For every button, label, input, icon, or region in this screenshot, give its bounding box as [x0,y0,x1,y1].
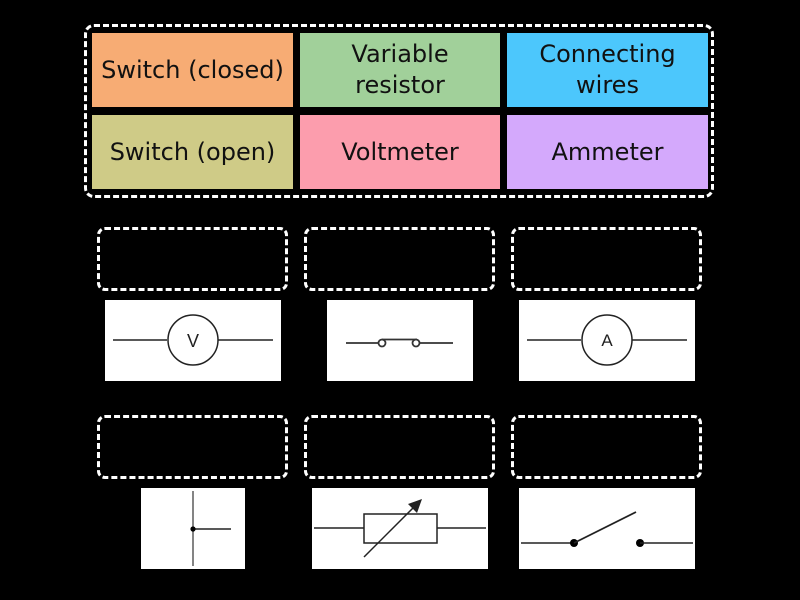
drop-zone-1[interactable] [97,227,288,291]
tile-voltmeter[interactable]: Voltmeter [300,115,500,189]
ammeter-letter: A [601,331,613,350]
connecting-wires-junction-symbol [190,491,231,566]
open-switch-symbol [521,511,693,547]
open-switch-symbol-image [519,488,695,569]
voltmeter-letter: V [187,331,199,351]
tile-connecting-wires[interactable]: Connecting wires [507,33,708,107]
connecting-wires-symbol-image [141,488,245,569]
tile-ammeter[interactable]: Ammeter [507,115,708,189]
drop-zone-4[interactable] [97,415,288,479]
closed-switch-symbol-image [327,300,473,381]
tile-label: Connecting wires [539,40,676,99]
tile-switch-closed[interactable]: Switch (closed) [92,33,293,107]
word-bank [84,24,714,198]
drop-zone-6[interactable] [511,415,702,479]
tile-label: Switch (closed) [101,55,284,84]
ammeter-symbol-image: A [519,300,695,381]
tile-label: Voltmeter [341,137,459,166]
tile-label: Ammeter [551,137,664,166]
variable-resistor-symbol [314,499,486,558]
tile-label: Switch (open) [109,137,276,166]
drop-zone-5[interactable] [304,415,495,479]
tile-label: Variable resistor [351,40,449,99]
voltmeter-symbol-image: V [105,300,281,381]
closed-switch-symbol [346,338,453,348]
tile-switch-open[interactable]: Switch (open) [92,115,293,189]
variable-resistor-symbol-image [312,488,488,569]
drop-zone-2[interactable] [304,227,495,291]
voltmeter-symbol: V [113,314,273,366]
drop-zone-3[interactable] [511,227,702,291]
tile-variable-resistor[interactable]: Variable resistor [300,33,500,107]
ammeter-symbol: A [527,314,687,366]
